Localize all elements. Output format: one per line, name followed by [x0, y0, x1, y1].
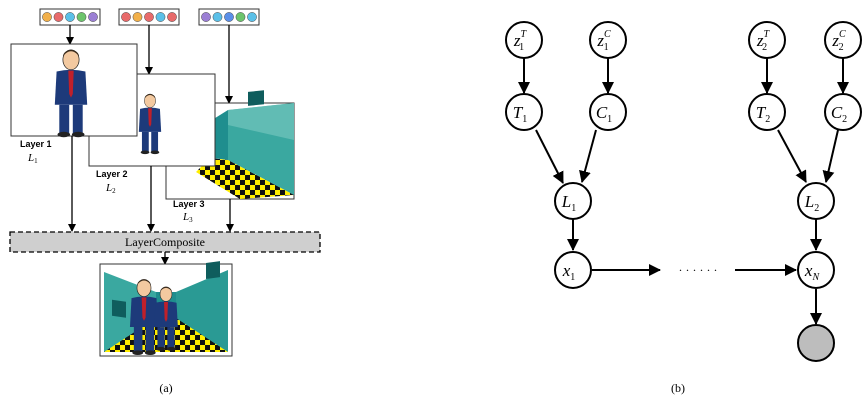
node-circle: [505, 93, 543, 131]
node-circle: [554, 251, 592, 289]
chain-ellipsis: · · · · · ·: [679, 263, 718, 277]
palette-swatch: [144, 12, 154, 22]
man-illustration-large: [54, 49, 88, 138]
edge-C2-L2: [822, 129, 839, 183]
palette-1: [39, 8, 101, 26]
node-T2: T2: [748, 93, 786, 131]
layer-composite-label: LayerComposite: [125, 235, 205, 249]
palette-swatch: [235, 12, 246, 22]
palette-swatch: [247, 12, 257, 22]
layer-1-card: [10, 43, 138, 138]
palette-swatch: [167, 12, 177, 22]
node-C2: C2: [824, 93, 862, 131]
layer-1-symbol: L1: [27, 152, 38, 165]
node-label: C1: [596, 103, 612, 125]
man-illustration-small: [138, 93, 162, 155]
node-label: T2: [756, 103, 770, 125]
node-label: L1: [561, 192, 576, 214]
palette-swatch: [65, 12, 75, 22]
node-circle: [797, 251, 835, 289]
node-circle: [589, 93, 627, 131]
edge-C1-L1: [579, 129, 597, 183]
palette-swatch: [224, 12, 234, 22]
node-xN: xN: [797, 251, 835, 289]
node-circle: [554, 182, 592, 220]
node-circle: [824, 93, 862, 131]
node-label: T1: [513, 103, 527, 125]
panel-a: Layer 1 L1 Layer 2 L2 Layer 3 L3 LayerCo…: [9, 8, 321, 395]
node-x1: x1: [554, 251, 592, 289]
palette-swatch: [212, 12, 223, 22]
node-circle: [797, 324, 835, 362]
palette-swatch: [42, 12, 52, 22]
node-circle: [824, 21, 862, 59]
node-L1: L1: [554, 182, 592, 220]
node-L2: L2: [797, 182, 835, 220]
palette-swatch: [121, 12, 131, 22]
node-obs: [797, 324, 835, 362]
node-circle: [589, 21, 627, 59]
palette-3: [198, 8, 260, 26]
node-T1: T1: [505, 93, 543, 131]
layer-3-symbol: L3: [182, 211, 193, 224]
node-label: L2: [804, 192, 819, 214]
node-circle: [748, 21, 786, 59]
node-label: x1: [562, 261, 576, 283]
room-illustration: [196, 90, 294, 199]
layer-2-symbol: L2: [105, 182, 116, 195]
node-label: xN: [804, 261, 821, 283]
node-C1: C1: [589, 93, 627, 131]
man-illustration-composite-front: [129, 279, 159, 356]
man-illustration-composite-back: [154, 286, 178, 351]
palette-2: [118, 8, 180, 26]
node-circle: [748, 93, 786, 131]
node-label: C2: [831, 103, 847, 125]
edge-T1-L1: [535, 129, 564, 184]
layer-2-title: Layer 2: [96, 169, 128, 179]
layer-3-title: Layer 3: [173, 199, 205, 209]
palette-swatch: [155, 12, 166, 22]
composite-result-card: [99, 261, 233, 357]
panel-b-caption: (b): [671, 381, 685, 395]
node-circle: [505, 21, 543, 59]
palette-swatch: [201, 12, 211, 22]
palette-swatch: [76, 12, 87, 22]
palette-swatch: [132, 12, 143, 22]
palette-swatch: [88, 12, 98, 22]
palette-swatch: [53, 12, 64, 22]
layer-1-title: Layer 1: [20, 139, 52, 149]
panel-a-caption: (a): [159, 381, 172, 395]
node-circle: [797, 182, 835, 220]
layer-composite-box: LayerComposite: [9, 231, 321, 253]
edge-T2-L2: [777, 129, 807, 183]
